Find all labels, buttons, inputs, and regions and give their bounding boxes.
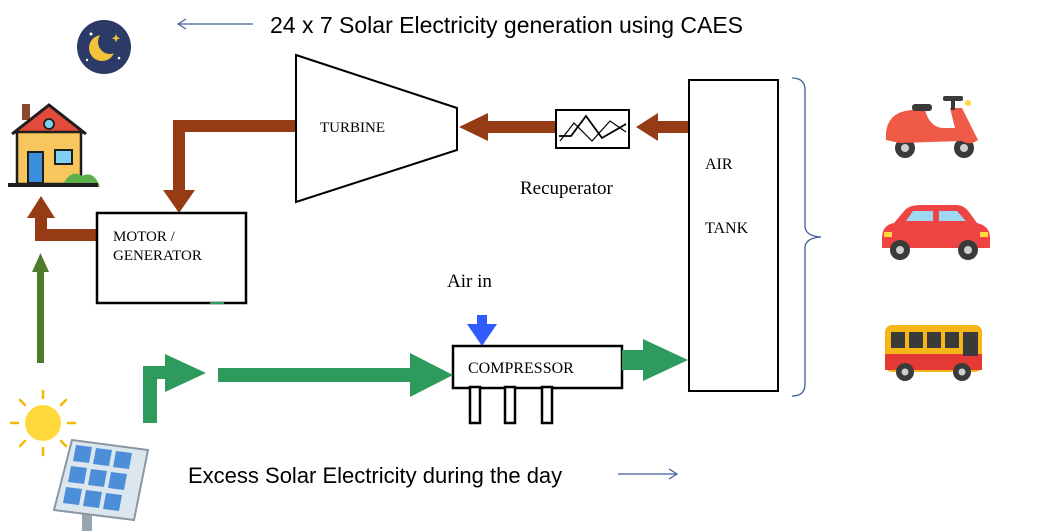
solar-to-compressor-elbow-arrow [143,354,206,423]
recuperator-label: Recuperator [520,178,614,199]
motor-generator-label-line2: GENERATOR [113,248,202,264]
air-tank: AIR TANK [688,79,779,392]
compressor-label: COMPRESSOR [468,360,574,377]
tank-to-recuperator-arrow [656,121,690,133]
house-icon [8,103,100,187]
compressor-to-tank-arrow [622,339,688,381]
scooter-icon [885,96,978,158]
moon-stars-icon [77,20,131,74]
air-in-arrow [467,315,497,346]
car-icon [882,205,990,260]
diagram-caption: Excess Solar Electricity during the day [188,463,562,488]
solar-panel-icon [52,438,150,531]
vehicle-bracket [791,77,822,397]
solar-to-house-arrow [32,253,49,363]
air-tank-label-line1: AIR [705,156,733,173]
air-tank-label-line2: TANK [705,220,749,237]
turbine: TURBINE [295,53,458,204]
motor-generator: MOTOR / GENERATOR [95,211,248,305]
title-arrow [176,18,253,30]
air-in-label: Air in [447,271,492,292]
compressor: COMPRESSOR [451,344,624,425]
sun-icon [9,389,77,457]
bus-icon [885,325,982,381]
charge-flow-arrows [143,339,688,423]
caption-arrow [618,468,679,480]
turbine-to-generator-arrow [163,120,297,213]
recuperator [555,109,630,149]
recuperator-to-turbine-arrow [486,121,555,133]
turbine-label: TURBINE [320,120,385,136]
discharge-flow-arrows [27,113,690,241]
power-to-compressor-arrow [218,353,453,397]
motor-generator-label-line1: MOTOR / [113,229,176,245]
diagram-title: 24 x 7 Solar Electricity generation usin… [270,12,743,38]
connector-tick [210,302,224,304]
generator-to-house-arrow [27,196,97,241]
